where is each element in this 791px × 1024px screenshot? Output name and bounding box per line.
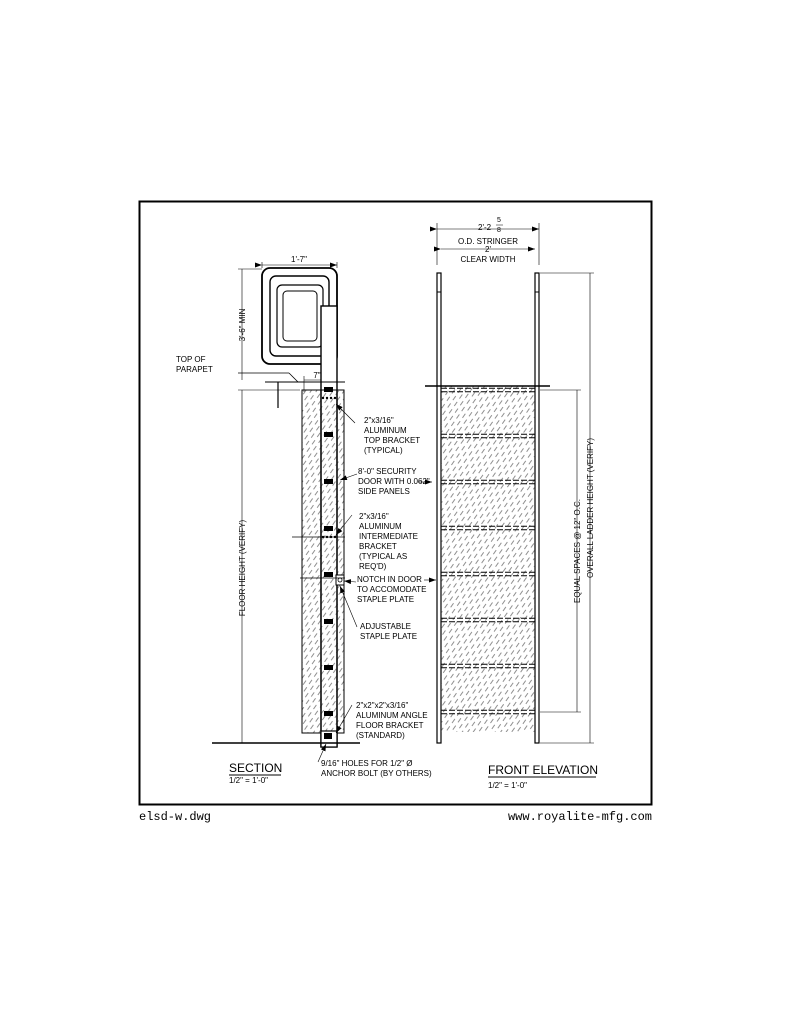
overall-height-label: OVERALL LADDER HEIGHT (VERIFY) bbox=[586, 438, 595, 578]
callout-top-bracket: 2"x3/16" ALUMINUM TOP BRACKET (TYPICAL) bbox=[364, 416, 422, 455]
callout-intermediate-bracket: 2"x3/16" ALUMINUM INTERMEDIATE BRACKET (… bbox=[359, 512, 420, 571]
security-door-front bbox=[441, 386, 535, 732]
od-stringer-label: O.D. STRINGER bbox=[458, 237, 518, 246]
footer-filename: elsd-w.dwg bbox=[139, 810, 211, 824]
callout-security-door: 8'-0" SECURITY DOOR WITH 0.062" SIDE PAN… bbox=[358, 467, 432, 496]
top-of-parapet-2: PARAPET bbox=[176, 365, 213, 374]
staple-plate bbox=[335, 574, 345, 586]
dim-overall-den: 8 bbox=[497, 227, 501, 234]
section-title: SECTION bbox=[229, 761, 282, 775]
section-scale: 1/2" = 1'-0" bbox=[229, 776, 268, 785]
section-rungs bbox=[324, 387, 333, 716]
top-of-parapet-1: TOP OF bbox=[176, 355, 206, 364]
front-elevation-view: 2'-2 5 8 O.D. STRINGER 2' CLEAR WIDTH EQ… bbox=[425, 217, 598, 790]
callout-staple-plate: ADJUSTABLE STAPLE PLATE bbox=[360, 622, 417, 641]
front-elevation-scale: 1/2" = 1'-0" bbox=[488, 781, 527, 790]
left-stringer bbox=[436, 272, 442, 744]
dim-min-height: 3'-6" MIN bbox=[238, 308, 247, 341]
dim-clear-width: 2' bbox=[485, 245, 491, 254]
dim-section-width: 1'-7" bbox=[291, 255, 307, 264]
right-stringer bbox=[534, 272, 540, 744]
parapet-cap-core bbox=[282, 290, 318, 342]
dim-overall-width: 2'-2 bbox=[478, 223, 492, 232]
parapet-cap-inner bbox=[276, 284, 324, 348]
callout-notch: NOTCH IN DOOR TO ACCOMODATE STAPLE PLATE bbox=[357, 575, 429, 604]
drawing-border bbox=[138, 200, 653, 806]
clear-width-label: CLEAR WIDTH bbox=[460, 255, 515, 264]
callout-floor-bracket: 2"x2"x2"x3/16" ALUMINUM ANGLE FLOOR BRAC… bbox=[356, 701, 430, 740]
equal-spaces-label: EQUAL SPACES @ 12" O.C. bbox=[573, 499, 582, 603]
dim-overall-num: 5 bbox=[497, 217, 501, 224]
parapet-cap-mid bbox=[269, 275, 330, 357]
footer-website: www.royalite-mfg.com bbox=[508, 810, 652, 824]
section-view: 1'-7" 3'-6" MIN 7" FLOOR HEIGHT (VERIFY)… bbox=[176, 255, 436, 785]
callout-holes: 9/16" HOLES FOR 1/2" Ø ANCHOR BOLT (BY O… bbox=[321, 759, 432, 778]
floor-height-label: FLOOR HEIGHT (VERIFY) bbox=[238, 520, 247, 617]
front-elevation-title: FRONT ELEVATION bbox=[488, 763, 598, 777]
dim-7: 7" bbox=[313, 371, 320, 380]
security-door-section bbox=[301, 389, 345, 734]
